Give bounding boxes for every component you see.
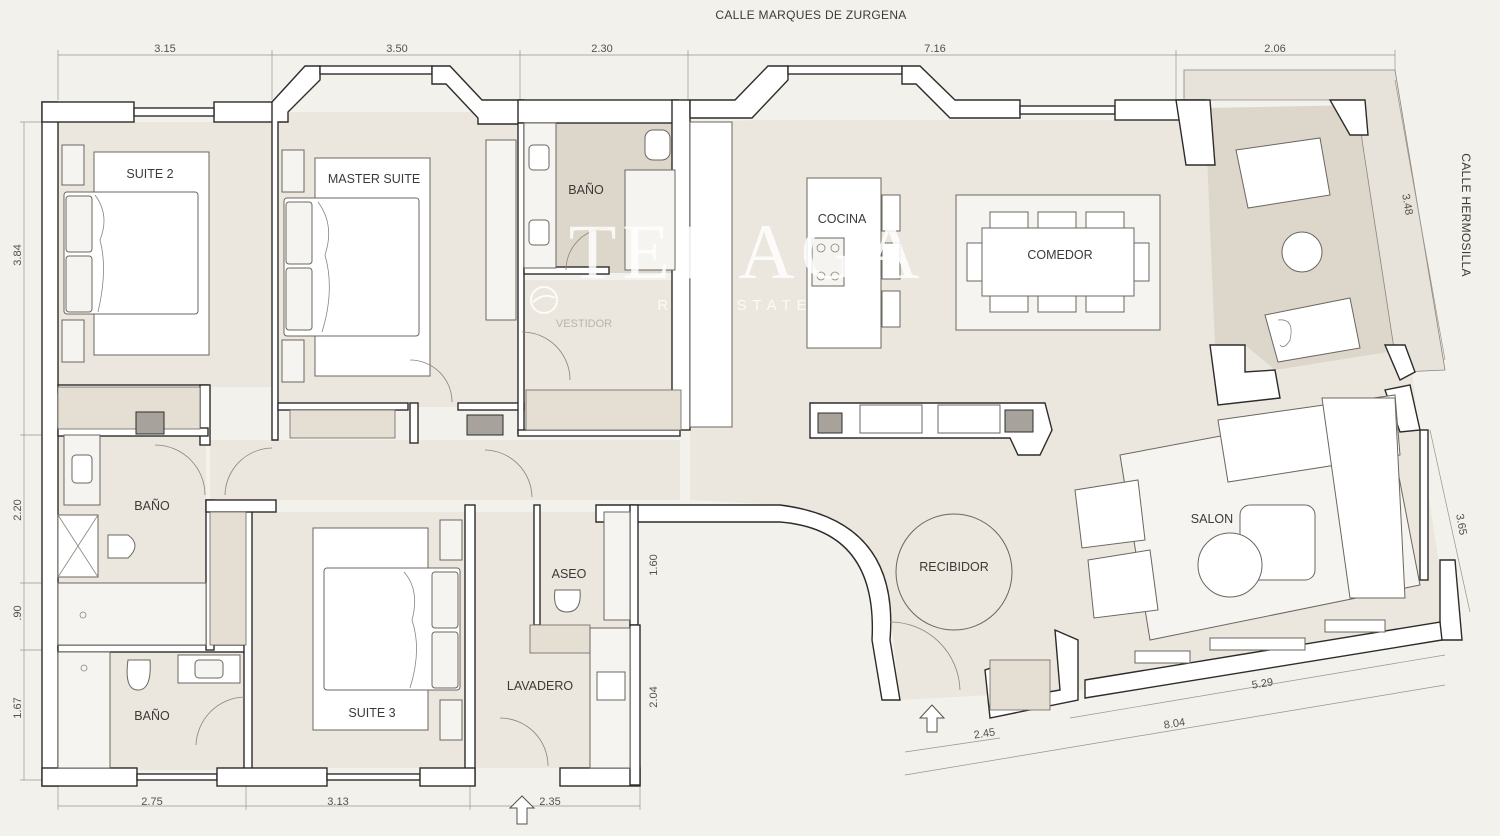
room-label-suite3: SUITE 3 bbox=[348, 706, 395, 720]
top-dimension-line bbox=[57, 50, 1396, 100]
street-label-right: CALLE HERMOSILLA bbox=[1459, 153, 1473, 277]
dim-top-2: 3.50 bbox=[386, 43, 407, 55]
salon-furniture bbox=[1074, 394, 1421, 664]
stair-hatches bbox=[57, 386, 1051, 711]
room-label-comedor: COMEDOR bbox=[1027, 248, 1092, 262]
dining-furniture bbox=[955, 194, 1161, 331]
dim-lavadero: 2.04 bbox=[648, 686, 660, 707]
room-label-bano-left: BAÑO bbox=[134, 499, 170, 513]
dim-top-5: 2.06 bbox=[1264, 43, 1285, 55]
entrance-arrow-right bbox=[918, 704, 946, 733]
dim-bottom-1: 2.75 bbox=[141, 796, 162, 808]
dim-entrance: 2.45 bbox=[973, 726, 996, 741]
door-swings bbox=[154, 227, 961, 767]
master-bath-furniture bbox=[523, 122, 676, 271]
dim-top-3: 2.30 bbox=[591, 43, 612, 55]
dim-terrace: 3.48 bbox=[1399, 193, 1415, 216]
kitchen-furniture bbox=[689, 121, 1001, 434]
dim-top-1: 3.15 bbox=[154, 43, 175, 55]
dim-bottom-3: 2.35 bbox=[539, 796, 560, 808]
room-label-lavadero: LAVADERO bbox=[507, 679, 574, 693]
dim-aseo: 1.60 bbox=[648, 554, 660, 575]
dim-total-width: 8.04 bbox=[1163, 716, 1186, 731]
entrance-arrow-bottom bbox=[508, 795, 536, 825]
watermark-logo-icon bbox=[530, 286, 558, 314]
room-label-salon: SALON bbox=[1191, 512, 1233, 526]
street-label-top: CALLE MARQUES DE ZURGENA bbox=[715, 8, 906, 22]
dim-left-2: 2.20 bbox=[12, 499, 24, 520]
room-label-cocina: COCINA bbox=[818, 212, 867, 226]
dim-left-1: 3.84 bbox=[12, 244, 24, 265]
room-label-recibidor: RECIBIDOR bbox=[919, 560, 988, 574]
room-label-vestidor: VESTIDOR bbox=[556, 318, 612, 330]
room-label-master-suite: MASTER SUITE bbox=[328, 172, 420, 186]
left-bath-furniture bbox=[57, 434, 207, 646]
dim-bottom-2: 3.13 bbox=[327, 796, 348, 808]
watermark-tagline: REALESTATE bbox=[657, 297, 812, 314]
room-label-aseo: ASEO bbox=[552, 567, 587, 581]
room-label-bano-master: BAÑO bbox=[568, 183, 604, 197]
bottom-bath-furniture bbox=[57, 651, 241, 769]
suite2-furniture bbox=[61, 144, 210, 363]
right-dimension-lines bbox=[904, 79, 1471, 776]
watermark-brand: TEHAGA bbox=[569, 208, 926, 295]
room-label-bano-bottom: BAÑO bbox=[134, 709, 170, 723]
recibidor-rug bbox=[895, 513, 1013, 631]
dim-left-3: .90 bbox=[12, 605, 24, 620]
bottom-dimension-line bbox=[57, 785, 641, 810]
aseo-furniture bbox=[554, 511, 631, 769]
lounge-furniture bbox=[1235, 137, 1361, 363]
room-label-suite2: SUITE 2 bbox=[126, 167, 173, 181]
dim-salon-right: 3.65 bbox=[1453, 513, 1469, 536]
suite3-furniture bbox=[312, 519, 463, 741]
dim-salon-width: 5.29 bbox=[1251, 676, 1274, 691]
dim-top-4: 7.16 bbox=[924, 43, 945, 55]
master-suite-furniture bbox=[281, 139, 517, 383]
dim-left-4: 1.67 bbox=[12, 697, 24, 718]
